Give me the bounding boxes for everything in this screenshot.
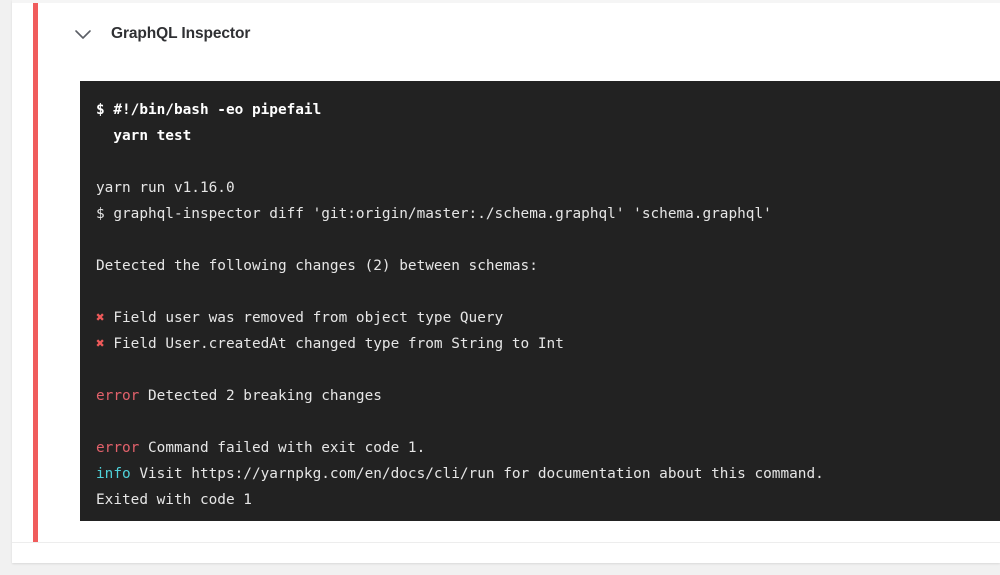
log-line: yarn test bbox=[96, 128, 192, 144]
breaking-change-x-icon: ✖ bbox=[96, 336, 105, 352]
log-line: Detected the following changes (2) betwe… bbox=[96, 258, 538, 274]
log-line: info Visit https://yarnpkg.com/en/docs/c… bbox=[80, 461, 1000, 487]
terminal-log-body: $ #!/bin/bash -eo pipefail yarn test yar… bbox=[80, 97, 1000, 513]
log-level-tag-error: error bbox=[96, 388, 140, 404]
log-line-text: Command failed with exit code 1. bbox=[139, 440, 426, 456]
log-line-text: Field User.createdAt changed type from S… bbox=[104, 336, 564, 352]
card-footer-divider bbox=[12, 542, 1000, 543]
job-header[interactable]: GraphQL Inspector bbox=[38, 3, 1000, 65]
log-line bbox=[80, 279, 1000, 305]
log-line: $ #!/bin/bash -eo pipefail bbox=[96, 102, 322, 118]
log-level-tag-error: error bbox=[96, 440, 140, 456]
log-line: Exited with code 1 bbox=[96, 492, 252, 508]
log-line-text: Visit https://yarnpkg.com/en/docs/cli/ru… bbox=[130, 466, 824, 482]
log-line bbox=[80, 149, 1000, 175]
job-title: GraphQL Inspector bbox=[111, 25, 251, 42]
log-line-text: Detected 2 breaking changes bbox=[139, 388, 382, 404]
log-line: ✖ Field User.createdAt changed type from… bbox=[80, 331, 1000, 357]
log-line: error Command failed with exit code 1. bbox=[80, 435, 1000, 461]
card-footer-area bbox=[12, 543, 1000, 563]
job-status-stripe bbox=[33, 3, 38, 542]
log-line bbox=[80, 227, 1000, 253]
log-line: ✖ Field user was removed from object typ… bbox=[80, 305, 1000, 331]
log-level-tag-info: info bbox=[96, 466, 131, 482]
log-line bbox=[80, 357, 1000, 383]
chevron-down-icon[interactable] bbox=[68, 19, 98, 49]
log-line bbox=[80, 409, 1000, 435]
card-top-divider bbox=[12, 0, 1000, 3]
log-line: $ graphql-inspector diff 'git:origin/mas… bbox=[96, 206, 772, 222]
log-line-text: Field user was removed from object type … bbox=[104, 310, 504, 326]
terminal-log-panel[interactable]: $ #!/bin/bash -eo pipefail yarn test yar… bbox=[80, 81, 1000, 521]
job-log-card: GraphQL Inspector $ #!/bin/bash -eo pipe… bbox=[12, 0, 1000, 563]
log-line: error Detected 2 breaking changes bbox=[80, 383, 1000, 409]
log-line: yarn run v1.16.0 bbox=[96, 180, 235, 196]
breaking-change-x-icon: ✖ bbox=[96, 310, 105, 326]
